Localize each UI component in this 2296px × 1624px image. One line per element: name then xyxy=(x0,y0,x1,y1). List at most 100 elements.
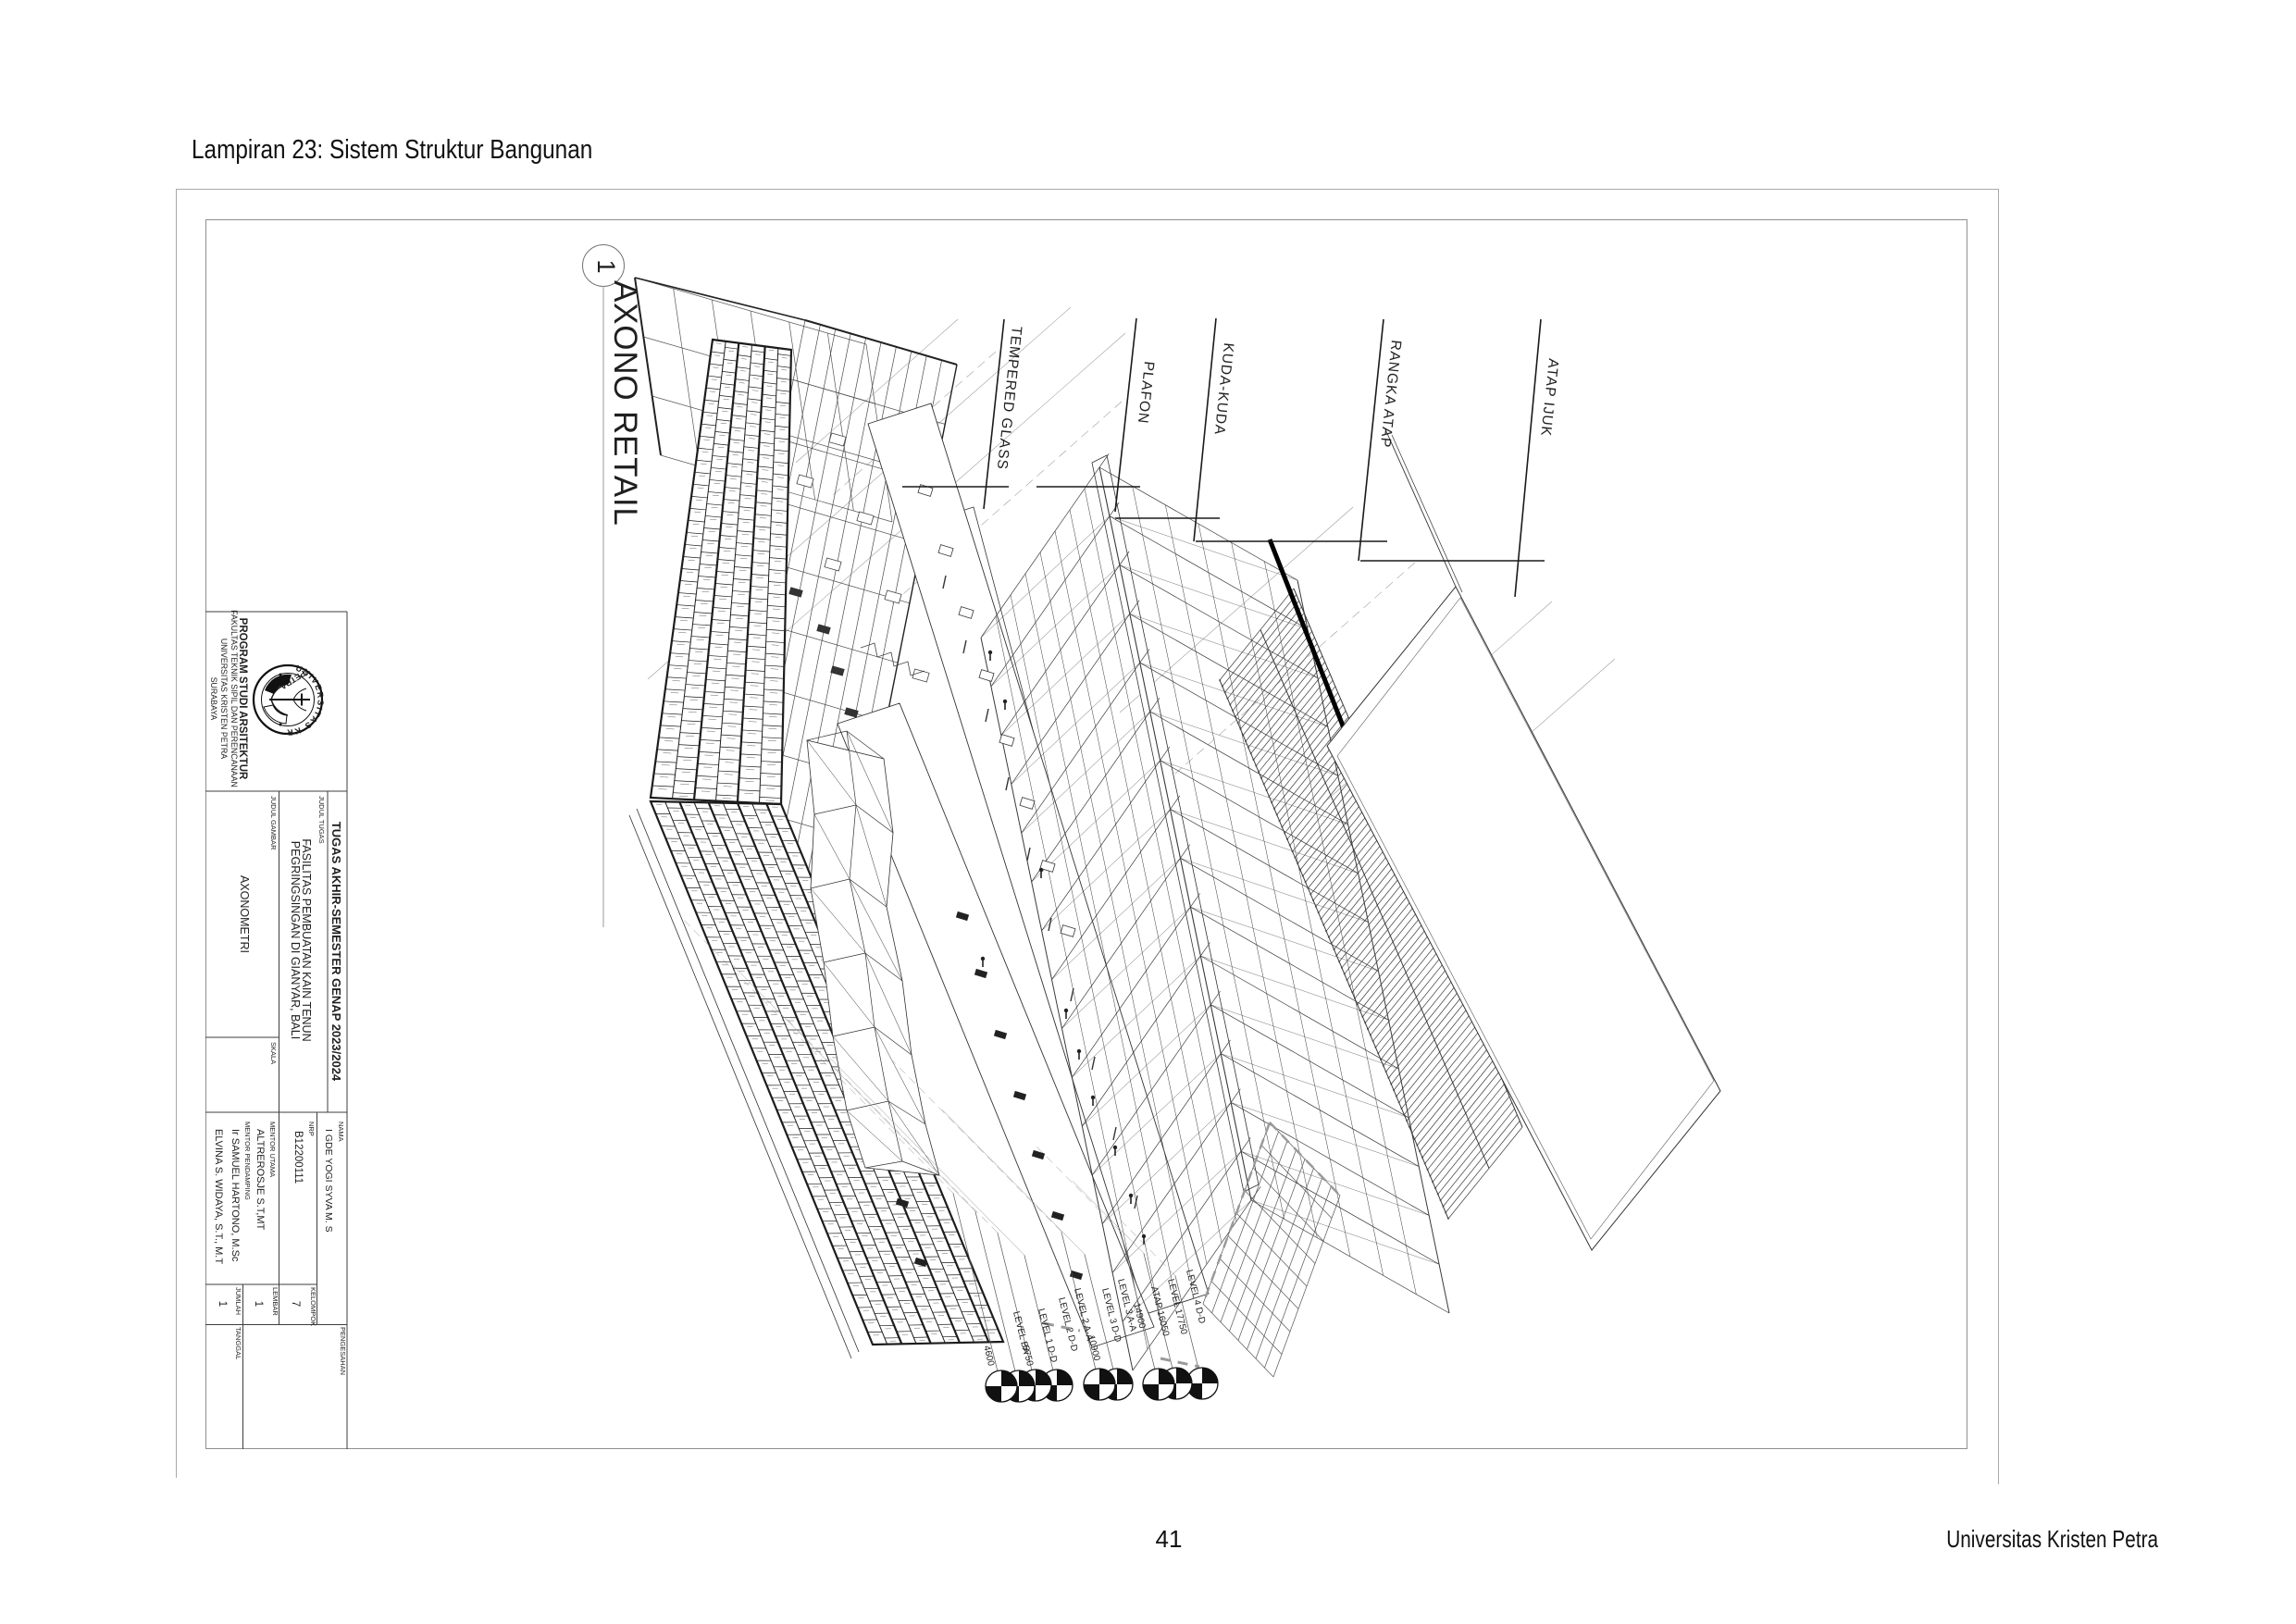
slat-weave xyxy=(704,566,712,569)
slat-joint xyxy=(767,593,787,596)
marker-quadrant xyxy=(1019,1370,1035,1386)
slat-joint xyxy=(731,415,747,417)
slat-joint xyxy=(722,511,739,514)
slat-joint xyxy=(766,628,786,631)
slat-joint xyxy=(740,753,762,756)
slat-joint xyxy=(732,403,748,405)
slat-weave xyxy=(781,357,788,359)
tb-jumlah: 1 xyxy=(217,1301,228,1307)
canopy-fold xyxy=(864,952,903,982)
truss-web xyxy=(1051,858,1181,980)
slat-weave xyxy=(681,608,689,610)
grid-line xyxy=(788,321,816,501)
slat-weave xyxy=(779,416,786,418)
roof-batten xyxy=(1419,1060,1495,1152)
slat-joint xyxy=(713,607,731,610)
roof-batten xyxy=(1434,1096,1510,1189)
slat-joint xyxy=(735,378,750,381)
slat-joint xyxy=(723,710,743,713)
grid-line xyxy=(774,341,882,880)
slat-joint xyxy=(763,357,778,361)
grid-line xyxy=(826,332,854,512)
truss-web xyxy=(1041,809,1171,931)
canopy-fold xyxy=(874,1026,926,1125)
slat-joint xyxy=(750,362,764,366)
slat-joint xyxy=(772,485,788,488)
slat-weave xyxy=(744,498,751,500)
slat-joint xyxy=(774,437,789,440)
slat-weave xyxy=(719,434,726,437)
slat-weave xyxy=(723,398,729,401)
tb-label-jumlah: JUMLAH xyxy=(234,1287,242,1315)
slat-weave xyxy=(701,590,710,593)
slat-joint xyxy=(759,441,775,445)
slat-joint xyxy=(733,578,751,581)
marker-quadrant xyxy=(1036,1370,1051,1385)
slat-joint xyxy=(714,595,732,598)
slat-joint xyxy=(668,664,689,667)
furniture-box xyxy=(830,665,845,676)
slat-joint xyxy=(722,371,737,374)
slat-weave xyxy=(721,574,729,576)
slat-weave xyxy=(728,490,736,492)
slat-joint xyxy=(730,614,750,617)
slat-weave xyxy=(750,426,756,428)
canopy-fold xyxy=(849,878,903,982)
slat-weave xyxy=(747,745,756,747)
slat-weave xyxy=(738,581,746,583)
slat-weave xyxy=(767,740,776,742)
slat-weave xyxy=(773,608,780,610)
slat-weave xyxy=(669,704,677,706)
truss-web xyxy=(1021,711,1150,834)
slat-joint xyxy=(755,502,772,504)
canopy-ridge xyxy=(846,730,857,806)
callout-line xyxy=(1514,318,1542,598)
level-leader xyxy=(1024,1255,1058,1386)
slat-weave xyxy=(740,546,749,548)
slat-weave xyxy=(715,342,722,344)
slat-joint xyxy=(694,471,711,475)
tb-label-kelompok: KELOMPOK xyxy=(309,1287,317,1326)
panel xyxy=(867,403,1210,1315)
slat-weave xyxy=(713,366,719,368)
slat-weave xyxy=(707,542,714,545)
slat-joint xyxy=(734,566,752,569)
slat-weave xyxy=(720,422,727,425)
roof-batten xyxy=(1273,716,1349,810)
slat-weave xyxy=(780,392,787,395)
slat-joint xyxy=(689,508,706,511)
slat-joint xyxy=(740,741,763,744)
slat-joint xyxy=(751,350,765,353)
grid-line xyxy=(1260,1145,1333,1219)
truss-web xyxy=(1061,907,1191,1029)
truss-rafter xyxy=(1041,746,1171,931)
slat-weave xyxy=(690,535,699,537)
person-figure xyxy=(1076,1048,1082,1054)
roof-batten xyxy=(1256,674,1331,766)
slat-weave xyxy=(757,553,765,555)
tb-kelompok: 7 xyxy=(290,1301,301,1307)
axonometric-structure-drawing: 1 AXONO RETAIL TEMPERED GLASS PLAFON KUD… xyxy=(205,219,1967,1449)
tb-label-mentor-utama: MENTOR UTAMA xyxy=(268,1122,277,1177)
slat-joint xyxy=(767,604,786,608)
slat-joint xyxy=(725,686,745,688)
roof-batten xyxy=(1349,894,1424,986)
level-leader-ext xyxy=(892,1060,1062,1233)
slat-joint xyxy=(698,447,714,451)
slat-weave xyxy=(724,386,731,389)
slat-joint xyxy=(757,465,774,468)
truss-rafter xyxy=(990,502,1120,687)
slat-weave xyxy=(774,572,781,575)
slat-weave xyxy=(685,584,692,586)
slat-joint xyxy=(664,688,686,691)
roof-batten xyxy=(1388,986,1463,1079)
slat-weave xyxy=(727,725,737,727)
slat-joint xyxy=(743,446,760,449)
slat-weave xyxy=(761,493,768,495)
slat-joint xyxy=(727,451,744,453)
slat-joint xyxy=(709,643,728,646)
slat-weave xyxy=(739,558,748,560)
column-post xyxy=(1091,1056,1096,1071)
slat-joint xyxy=(762,393,776,397)
